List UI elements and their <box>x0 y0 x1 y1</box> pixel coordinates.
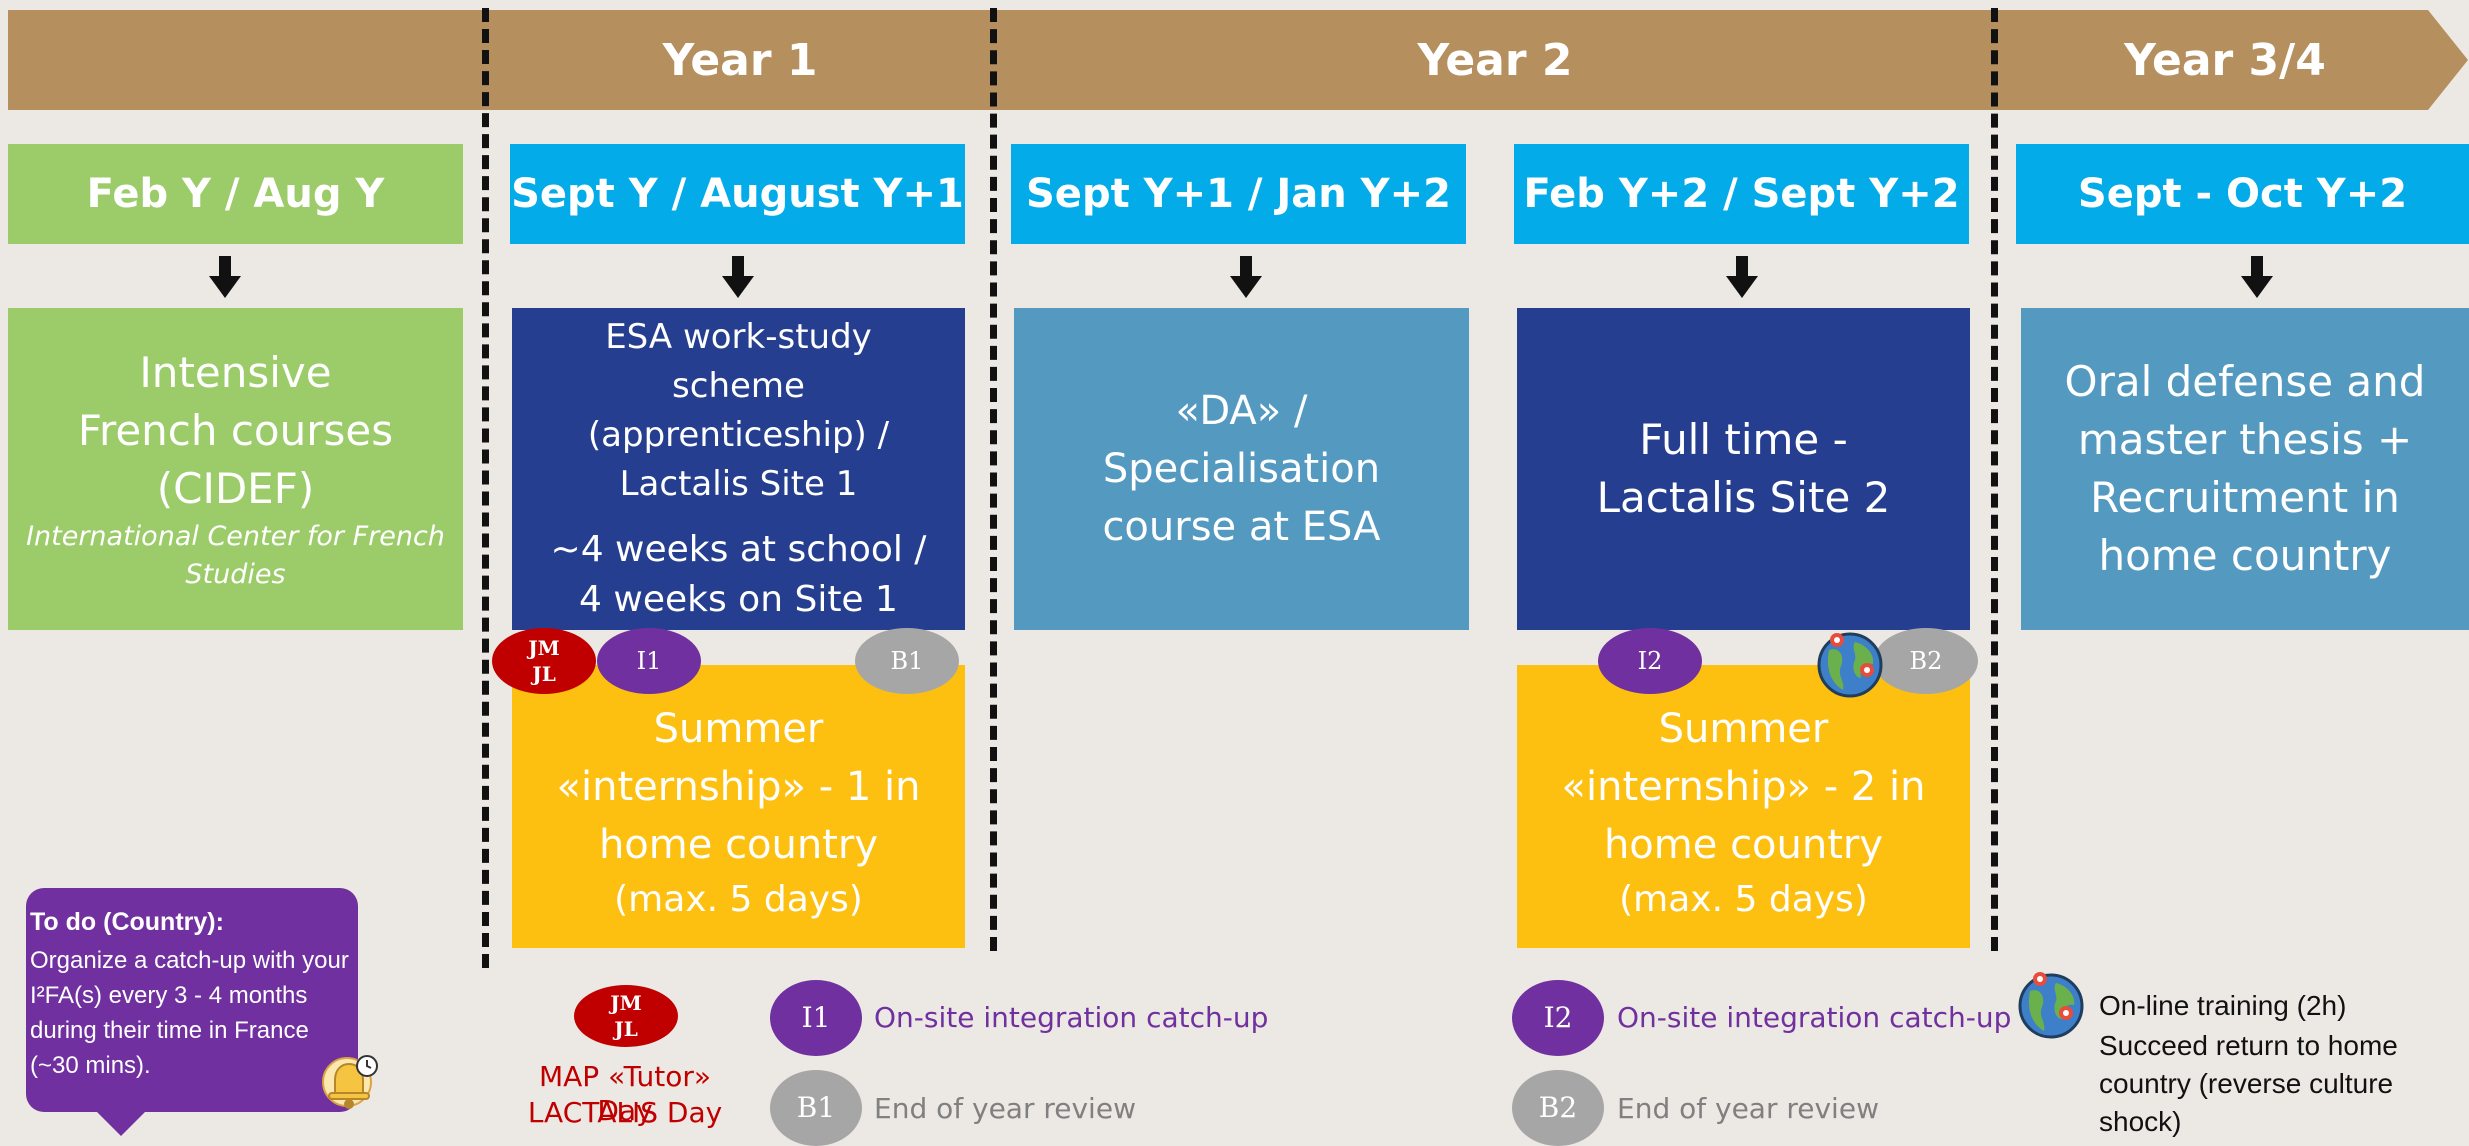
legend-onsite-catchup-2: On-site integration catch-up <box>1617 1001 2012 1034</box>
card-intensive-french: Intensive French courses (CIDEF) Interna… <box>8 308 463 630</box>
date-sept-y1-jan-y2: Sept Y+1 / Jan Y+2 <box>1011 144 1466 244</box>
date-feb-sept-y2: Feb Y+2 / Sept Y+2 <box>1514 144 1969 244</box>
legend-online-training: On-line training (2h) <box>2099 990 2347 1021</box>
phase-banner <box>8 10 2469 110</box>
card-full-time-site-2: Full time - Lactalis Site 2 <box>1517 308 1970 630</box>
divider-line <box>1991 8 1998 951</box>
divider-line <box>990 8 997 951</box>
down-arrow-icon <box>2241 256 2273 298</box>
badge-i2: I2 <box>1598 628 1702 694</box>
down-arrow-icon <box>209 256 241 298</box>
legend-badge-i1: I1 <box>770 980 862 1056</box>
badge-b2: B2 <box>1874 628 1978 694</box>
todo-callout-tail <box>95 1110 147 1136</box>
date-sept-y-aug-y1: Sept Y / August Y+1 <box>510 144 965 244</box>
legend-map-tutor-day: MAP «Tutor» Day <box>538 1060 712 1127</box>
phase-year-1: Year 1 <box>662 34 818 86</box>
card-da-specialisation: «DA» / Specialisation course at ESA <box>1014 308 1469 630</box>
divider-line <box>482 8 489 968</box>
card-summer-internship-2: Summer «internship» - 2 in home country … <box>1517 665 1970 948</box>
card-oral-defense: Oral defense and master thesis + Recruit… <box>2021 308 2469 630</box>
card-summer-internship-1: Summer «internship» - 1 in home country … <box>512 665 965 948</box>
card-esa-work-study: ESA work-study scheme (apprenticeship) /… <box>512 308 965 630</box>
down-arrow-icon <box>1726 256 1758 298</box>
globe-icon <box>1817 632 1883 698</box>
globe-icon <box>2018 972 2084 1039</box>
down-arrow-icon <box>1230 256 1262 298</box>
phase-year-2: Year 2 <box>1417 34 1573 86</box>
badge-i1: I1 <box>597 628 701 694</box>
todo-callout <box>26 888 358 1112</box>
legend-badge-b2: B2 <box>1512 1070 1604 1146</box>
legend-onsite-catchup-1: On-site integration catch-up <box>874 1001 1269 1034</box>
legend-end-of-year-review-1: End of year review <box>874 1092 1136 1125</box>
legend-badge-b1: B1 <box>770 1070 862 1146</box>
down-arrow-icon <box>722 256 754 298</box>
badge-b1: B1 <box>855 628 959 694</box>
todo-body: Organize a catch-up with your I²FA(s) ev… <box>30 947 349 1079</box>
legend-badge-i2: I2 <box>1512 980 1604 1056</box>
legend-lactalis-day: LACTALIS Day <box>527 1096 723 1129</box>
phase-year-3-4: Year 3/4 <box>2124 34 2326 86</box>
date-feb-aug-y: Feb Y / Aug Y <box>8 144 463 244</box>
bell-icon <box>322 1055 378 1109</box>
todo-title: To do (Country): <box>30 908 224 936</box>
legend-end-of-year-review-2: End of year review <box>1617 1092 1879 1125</box>
legend-succeed-return: Succeed return to home country (reverse … <box>2099 1030 2398 1137</box>
date-sept-oct-y2: Sept - Oct Y+2 <box>2016 144 2469 244</box>
